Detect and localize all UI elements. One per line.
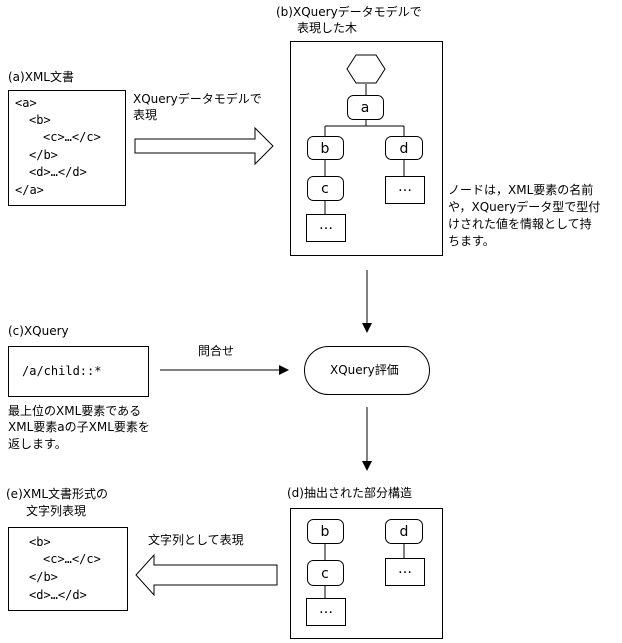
tree-d-node-c (307, 560, 344, 586)
panel-c-note-line-3: 返します。 (8, 437, 67, 451)
panel-c-title: (c)XQuery (8, 324, 69, 338)
string-line-4: <d>…</d> (29, 588, 87, 602)
root-node-hexagon (346, 54, 386, 84)
panel-c-note-line-1: 最上位のXML要素である (8, 404, 142, 418)
arrow-c-label: 問合せ (198, 344, 235, 358)
xml-line-1: <a> (15, 96, 37, 110)
tree-b-label-a: a (361, 100, 370, 116)
arrow-e-label: 文字列として表現 (148, 533, 244, 547)
string-line-2: <c>…</c> (43, 552, 101, 566)
xquery-eval-box (304, 346, 430, 395)
tree-d-label-d: d (400, 524, 409, 540)
panel-c-note-line-2: XML要素aの子XML要素を (8, 420, 150, 434)
tree-d-leaf-c (306, 598, 346, 626)
tree-b-label-leaf-c: … (319, 217, 333, 233)
note-b-line-2: や，XQueryデータ型で型付 (448, 200, 601, 214)
tree-d-node-b (307, 519, 344, 544)
query-text: /a/child::* (22, 364, 102, 378)
tree-d-label-leaf-c: … (319, 601, 333, 617)
tree-d-label-c: c (321, 566, 329, 582)
tree-b-node-d (385, 136, 423, 160)
tree-d-leaf-d (385, 558, 425, 586)
string-line-1: <b> (29, 535, 51, 549)
tree-b-label-c: c (321, 181, 329, 197)
note-b-line-4: ちます。 (448, 234, 495, 248)
tree-b-node-b (307, 136, 344, 160)
tree-b-label-b: b (321, 141, 330, 157)
tree-b-leaf-d (385, 176, 425, 204)
note-b-line-1: ノードは，XML要素の名前 (448, 183, 594, 197)
panel-d-title: (d)抽出された部分構造 (287, 486, 412, 500)
hollow-arrow-left (135, 553, 278, 597)
hollow-arrow-right (134, 126, 274, 166)
tree-d-label-leaf-d: … (398, 561, 412, 577)
tree-b-label-leaf-d: … (398, 179, 412, 195)
tree-d-label-b: b (321, 524, 330, 540)
arrow-a-label-line-1: XQueryデータモデルで (133, 92, 262, 106)
xml-line-5: <d>…</d> (29, 165, 87, 179)
panel-e-title-line-2: 文字列表現 (26, 504, 87, 518)
panel-b-title-line-1: (b)XQueryデータモデルで (276, 5, 422, 19)
panel-a-title: (a)XML文書 (8, 70, 74, 84)
tree-d-edges (324, 543, 405, 598)
arrow-a-label-line-2: 表現 (133, 108, 158, 122)
string-line-3: </b> (29, 570, 58, 584)
panel-e-box (8, 527, 128, 611)
panel-b-title-line-2: 表現した木 (297, 21, 358, 35)
tree-d-node-d (385, 519, 423, 544)
panel-a-box (8, 90, 126, 206)
panel-e-title-line-1: (e)XML文書形式の (6, 487, 109, 501)
xml-line-4: </b> (29, 148, 58, 162)
tree-b-label-d: d (400, 141, 409, 157)
tree-b-leaf-c (306, 214, 346, 242)
xml-line-6: </a> (15, 183, 44, 197)
note-b-line-3: けされた値を情報として持 (448, 217, 592, 231)
tree-b-node-c (307, 176, 344, 201)
xml-line-2: <b> (29, 113, 51, 127)
xml-line-3: <c>…</c> (43, 130, 101, 144)
tree-b-node-a (347, 95, 384, 120)
tree-b-edges (324, 84, 405, 214)
panel-c-box (8, 346, 149, 397)
eval-label: XQuery評価 (330, 363, 399, 377)
